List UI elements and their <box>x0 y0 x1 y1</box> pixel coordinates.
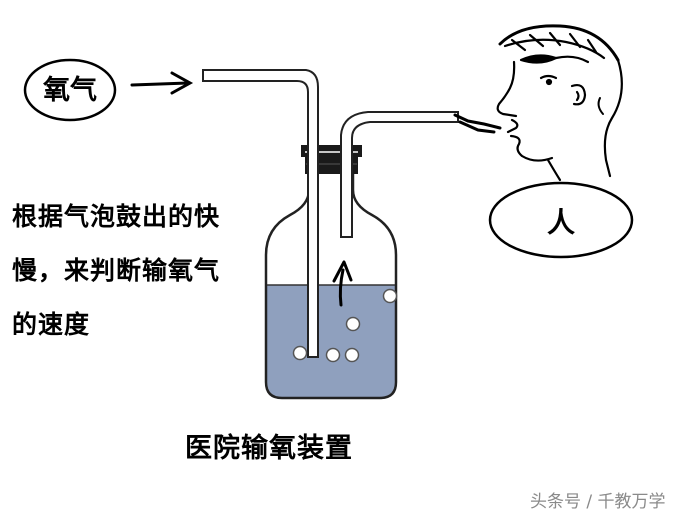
bubble <box>344 347 360 363</box>
bubble <box>345 316 361 332</box>
inlet-tube <box>202 69 319 358</box>
person-head-icon <box>496 24 623 182</box>
person-label-ellipse <box>488 181 634 259</box>
oxygen-label-ellipse <box>23 58 117 122</box>
watermark: 头条号 / 千教万学 <box>530 492 666 512</box>
water <box>267 285 395 397</box>
bubble <box>325 347 341 363</box>
bubble <box>292 345 308 361</box>
description-line: 慢，来判断输氧气 <box>12 256 221 285</box>
arrow-up-icon <box>332 260 353 307</box>
bottle-outline <box>264 172 398 400</box>
diagram-caption: 医院输氧装置 <box>185 433 353 464</box>
person-label: 人 <box>546 206 575 239</box>
bubbles <box>292 288 398 363</box>
oxygen-label: 氧气 <box>43 75 97 106</box>
arrow-right-icon <box>130 71 194 95</box>
outlet-tube <box>340 111 459 238</box>
nasal-tube <box>453 113 502 134</box>
bottle <box>264 172 398 400</box>
description-line: 的速度 <box>12 310 91 339</box>
bubble <box>382 288 398 304</box>
description-line: 根据气泡鼓出的快 <box>12 202 221 231</box>
